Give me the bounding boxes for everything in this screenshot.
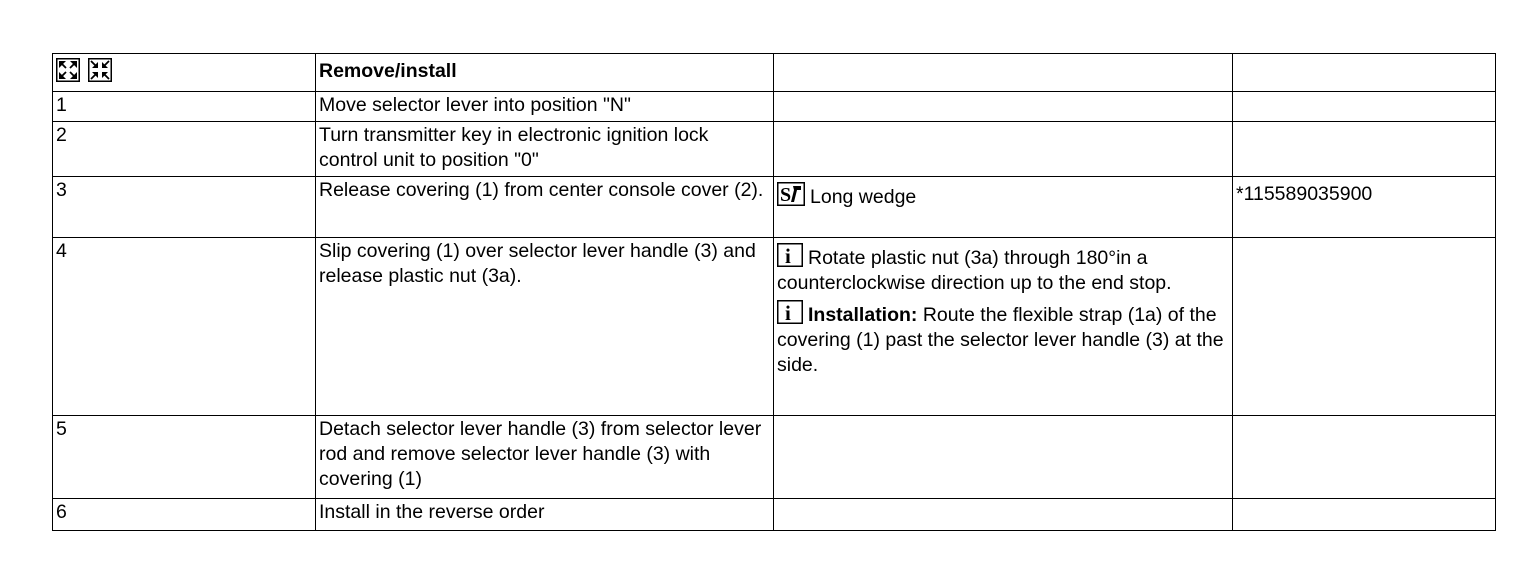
svg-text:S: S	[780, 184, 791, 206]
header-title-cell: Remove/install	[315, 53, 774, 92]
special-tool-icon: S	[777, 182, 805, 206]
info-note: i Installation: Route the flexible strap…	[777, 300, 1230, 378]
install-icon	[88, 58, 112, 82]
table-row: 6 Install in the reverse order	[52, 498, 1496, 531]
step-notes	[773, 415, 1233, 499]
table-row: 2 Turn transmitter key in electronic ign…	[52, 121, 1496, 177]
info-note-text: Route the flexible strap (1a) of the cov…	[777, 304, 1224, 376]
step-number: 4	[52, 237, 316, 416]
info-icon: i	[777, 243, 803, 267]
step-number: 2	[52, 121, 316, 177]
info-icon: i	[777, 300, 803, 324]
step-notes	[773, 91, 1233, 122]
step-notes: i Rotate plastic nut (3a) through 180°in…	[773, 237, 1233, 416]
step-part-number	[1232, 121, 1496, 177]
table-row: 1 Move selector lever into position "N"	[52, 91, 1496, 122]
step-action: Slip covering (1) over selector lever ha…	[315, 237, 774, 416]
table-row: 3 Release covering (1) from center conso…	[52, 176, 1496, 238]
procedure-table: Remove/install 1 Move selector lever int…	[52, 53, 1496, 531]
info-note-text: Rotate plastic nut (3a) through 180°in a…	[777, 247, 1172, 294]
step-notes	[773, 498, 1233, 531]
step-tool: S Long wedge	[773, 176, 1233, 238]
step-action: Turn transmitter key in electronic ignit…	[315, 121, 774, 177]
step-part-number: *115589035900	[1232, 176, 1496, 238]
step-action: Release covering (1) from center console…	[315, 176, 774, 238]
info-note: i Rotate plastic nut (3a) through 180°in…	[777, 243, 1230, 296]
step-action: Install in the reverse order	[315, 498, 774, 531]
remove-icon	[56, 58, 80, 82]
step-action: Move selector lever into position "N"	[315, 91, 774, 122]
table-header-row: Remove/install	[52, 53, 1496, 92]
step-part-number	[1232, 237, 1496, 416]
header-icons-cell	[52, 53, 316, 92]
table-row: 5 Detach selector lever handle (3) from …	[52, 415, 1496, 499]
info-note-label: Installation:	[808, 304, 918, 326]
step-number: 5	[52, 415, 316, 499]
svg-text:i: i	[785, 301, 791, 324]
step-part-number	[1232, 415, 1496, 499]
step-number: 3	[52, 176, 316, 238]
step-part-number	[1232, 91, 1496, 122]
header-empty-cell	[773, 53, 1233, 92]
header-empty-cell	[1232, 53, 1496, 92]
step-part-number	[1232, 498, 1496, 531]
table-row: 4 Slip covering (1) over selector lever …	[52, 237, 1496, 416]
step-notes	[773, 121, 1233, 177]
procedure-title: Remove/install	[319, 60, 457, 82]
svg-text:i: i	[785, 244, 791, 267]
step-number: 6	[52, 498, 316, 531]
step-number: 1	[52, 91, 316, 122]
tool-name: Long wedge	[810, 186, 917, 208]
step-action: Detach selector lever handle (3) from se…	[315, 415, 774, 499]
